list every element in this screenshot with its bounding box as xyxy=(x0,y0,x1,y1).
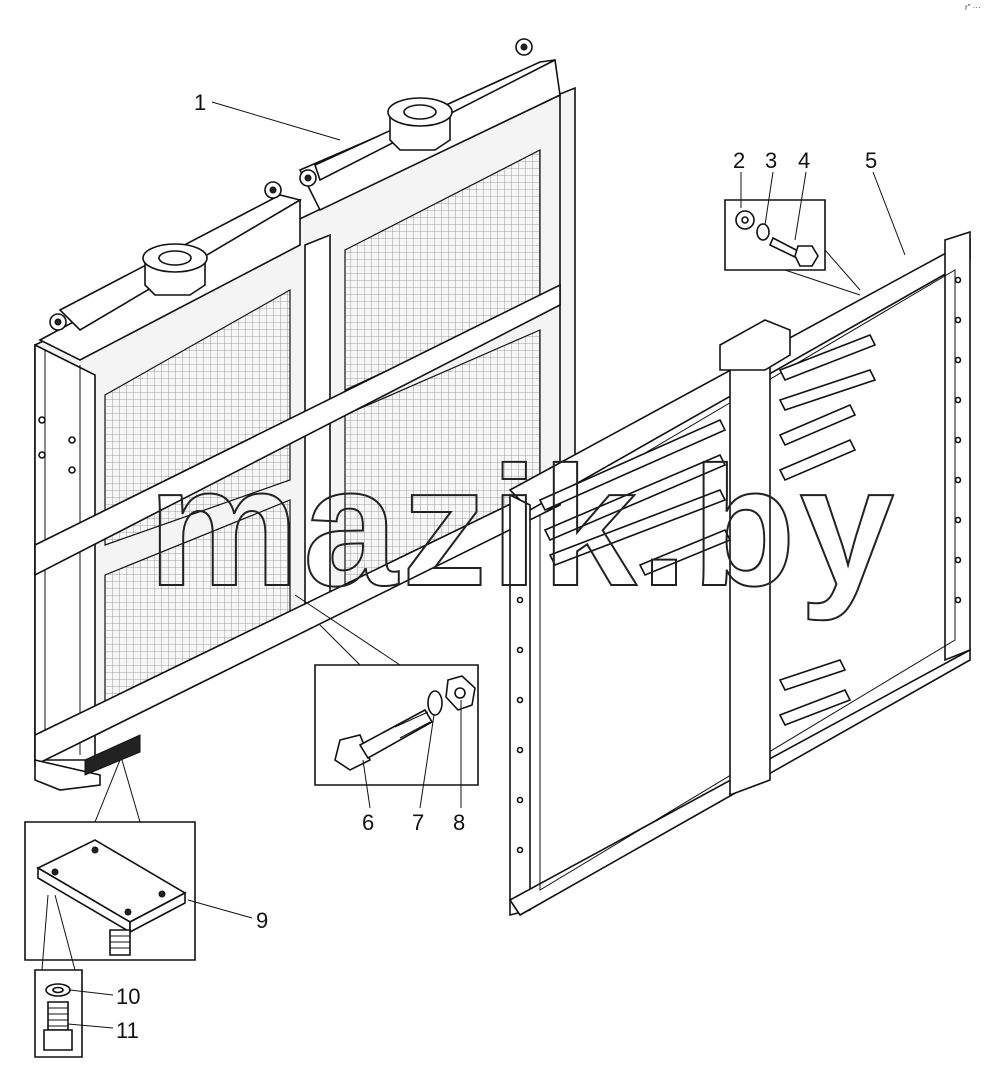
callout-labels: 1 2 3 4 5 6 7 8 9 10 11 xyxy=(116,90,877,1043)
callout-7: 7 xyxy=(412,810,424,835)
radiator-assembly xyxy=(34,38,576,791)
filler-neck-left xyxy=(142,243,208,296)
callout-1: 1 xyxy=(194,90,206,115)
callout-3: 3 xyxy=(765,148,777,173)
callout-9: 9 xyxy=(256,908,268,933)
leader-lines xyxy=(67,101,906,1029)
callout-6: 6 xyxy=(362,810,374,835)
callout-11: 11 xyxy=(116,1018,139,1043)
callout-2: 2 xyxy=(733,148,745,173)
frame-holes xyxy=(516,276,962,854)
core-upper-left xyxy=(104,288,291,546)
filler-neck-right xyxy=(387,97,453,151)
cross-beam xyxy=(34,283,561,577)
callout-10: 10 xyxy=(116,984,140,1009)
detail-box-mount-plate xyxy=(24,759,196,961)
shroud-frame xyxy=(508,230,971,917)
lock-washer-7 xyxy=(427,690,443,716)
detail-box-bottom-fasteners xyxy=(34,894,83,1058)
frame-right-post xyxy=(944,230,971,662)
bolt-6-shank xyxy=(358,708,434,760)
louvre-slats xyxy=(538,333,877,727)
callout-4: 4 xyxy=(798,148,810,173)
bolt-11-head xyxy=(43,1029,73,1051)
corner-mark: r" ··· xyxy=(965,3,981,12)
callout-5: 5 xyxy=(865,148,877,173)
bolt-4-head xyxy=(794,245,819,267)
mounting-foot xyxy=(84,734,141,776)
detail-box-fasteners-mid xyxy=(294,594,479,786)
bottom-rail xyxy=(34,478,561,767)
detail-box-fasteners-top xyxy=(724,199,861,296)
lock-washer-3 xyxy=(756,223,770,241)
lifting-eye-icon xyxy=(49,38,533,331)
callout-8: 8 xyxy=(453,810,465,835)
watermark-text: mazik.by xyxy=(148,432,898,622)
